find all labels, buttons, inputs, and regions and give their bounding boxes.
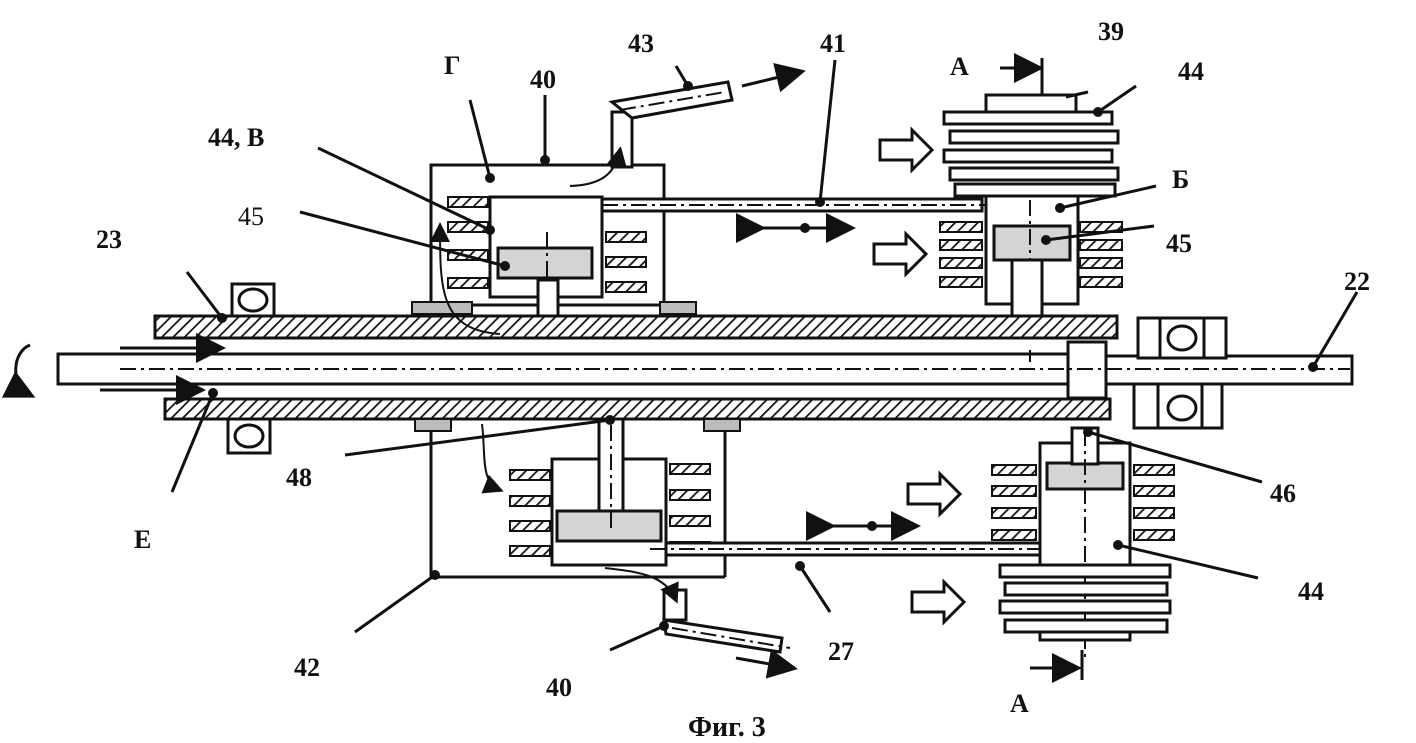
- label-45-right: 45: [1166, 229, 1192, 258]
- exhaust-riser-43: [612, 112, 632, 167]
- upper-right-piston: [994, 226, 1070, 260]
- label-40-top: 40: [530, 65, 556, 94]
- upper-right-unit: [874, 58, 1122, 316]
- bearing-left-top: [232, 284, 274, 316]
- bearing-right-top: [1138, 318, 1226, 358]
- label-42: 42: [294, 653, 320, 682]
- label-48: 48: [286, 463, 312, 492]
- label-b: Б: [1172, 165, 1189, 194]
- exhaust-pipe-43: [612, 82, 732, 118]
- label-a-bottom: А: [1010, 689, 1029, 718]
- label-27: 27: [828, 637, 854, 666]
- label-44-bottom: 44: [1298, 577, 1324, 606]
- label-45-left: 45: [238, 202, 264, 231]
- rotation-arrow: [16, 345, 30, 395]
- exhaust-arrow-43: [742, 72, 800, 86]
- label-44-v: 44, В: [208, 123, 264, 152]
- label-39: 39: [1098, 17, 1124, 46]
- label-41: 41: [820, 29, 846, 58]
- airflow-arrow-lower-1: [908, 474, 960, 514]
- lower-left-piston: [557, 511, 661, 541]
- bearing-left-bottom: [228, 419, 270, 453]
- bearing-right-bottom: [1134, 384, 1222, 428]
- upper-left-piston: [498, 248, 592, 278]
- label-46: 46: [1270, 479, 1296, 508]
- airflow-arrow-lower-2: [912, 582, 964, 622]
- label-43: 43: [628, 29, 654, 58]
- label-e: Е: [134, 525, 151, 554]
- label-23: 23: [96, 225, 122, 254]
- exhaust-arrow-lower: [736, 658, 792, 668]
- figure-caption: Фиг. 3: [688, 712, 766, 743]
- label-40-bottom: 40: [546, 673, 572, 702]
- upper-left-rod: [538, 280, 558, 316]
- airflow-arrow-upper-1: [880, 130, 932, 170]
- label-22: 22: [1344, 267, 1370, 296]
- airflow-arrow-upper-2: [874, 234, 926, 274]
- label-44-top: 44: [1178, 57, 1204, 86]
- label-a-top: А: [950, 52, 969, 81]
- upper-hollow-shaft-wall: [155, 316, 1117, 338]
- label-g: Г: [444, 51, 461, 80]
- lower-hollow-shaft-wall: [165, 399, 1110, 419]
